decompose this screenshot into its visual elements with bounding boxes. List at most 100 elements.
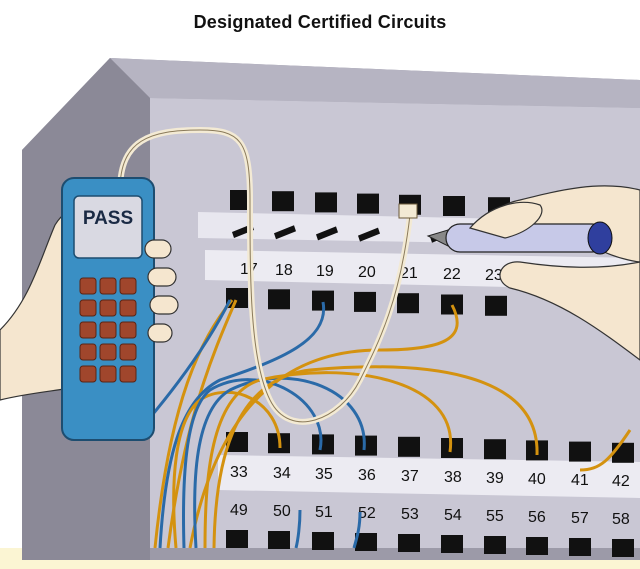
port (526, 537, 548, 555)
port-label: 56 (528, 509, 546, 526)
port-row-3-top (226, 530, 634, 557)
port-label: 23 (485, 267, 503, 284)
port-label: 20 (358, 264, 376, 281)
keypad-button (99, 365, 117, 383)
patch-cable (352, 511, 362, 549)
keypad-button (79, 365, 97, 383)
patch-cable (579, 429, 632, 472)
tester-cord-outline (119, 129, 411, 423)
patch-cable (193, 376, 366, 549)
keypad-button (79, 343, 97, 361)
finger (149, 295, 179, 315)
keypad-button (119, 321, 137, 339)
port-label: 58 (612, 511, 630, 528)
angled-jack (358, 227, 380, 242)
keypad-button (79, 321, 97, 339)
port-label: 39 (486, 470, 504, 487)
port-label: 36 (358, 467, 376, 484)
port-label: 22 (443, 266, 461, 283)
keypad-button (99, 299, 117, 317)
patch-cable (158, 301, 326, 549)
port (569, 441, 591, 462)
patch-cable (188, 304, 459, 549)
patch-cable (181, 378, 323, 549)
port-labels-row2: 33 34 35 36 37 38 39 40 41 42 (230, 464, 630, 490)
label-strip-row2 (218, 455, 640, 498)
cabinet-top-bevel (110, 58, 640, 108)
port (398, 436, 420, 457)
keypad-button (119, 343, 137, 361)
port-label: 19 (316, 263, 334, 280)
illustration-title: Designated Certified Circuits (193, 12, 447, 32)
port-labels-row1: 17 18 19 20 21 22 23 (240, 261, 503, 284)
port-label: 40 (528, 471, 546, 488)
port-label: 53 (401, 506, 419, 523)
patch-cable (212, 365, 539, 549)
port-label: 21 (400, 265, 418, 282)
finger (147, 267, 177, 287)
port (268, 289, 290, 310)
port (441, 535, 463, 553)
patch-cable (146, 299, 232, 421)
port (443, 196, 465, 216)
right-hand-bottom (499, 261, 640, 361)
port (272, 191, 294, 212)
port-label: 34 (273, 465, 291, 482)
keypad-button (99, 277, 117, 295)
port-label: 51 (315, 504, 333, 521)
tester-plug (398, 203, 418, 219)
left-fingers (144, 239, 179, 343)
port (357, 193, 379, 214)
port (441, 294, 463, 315)
port (441, 438, 463, 458)
right-thumb (468, 201, 543, 239)
port-label: 35 (315, 466, 333, 483)
keypad-button (119, 277, 137, 295)
port-label: 52 (358, 505, 376, 522)
port (354, 291, 376, 312)
port (312, 434, 334, 455)
angled-jack (316, 226, 338, 241)
port (230, 190, 252, 210)
port (315, 192, 337, 213)
tester-display-text: PASS (83, 208, 133, 229)
finger (147, 323, 173, 343)
port-label: 57 (571, 510, 589, 527)
port-label: 18 (275, 262, 293, 279)
tester-keypad (79, 277, 137, 383)
patch-cable (294, 509, 302, 549)
port-labels-row3: 49 50 51 52 53 54 55 56 57 58 (230, 502, 630, 528)
port (398, 534, 420, 552)
port (612, 539, 634, 557)
port (312, 532, 334, 550)
port (484, 536, 506, 554)
port (268, 531, 290, 549)
port (312, 290, 334, 311)
port (355, 533, 377, 551)
port (355, 435, 377, 456)
cable-tester: PASS (61, 177, 155, 441)
port-label: 49 (230, 502, 248, 519)
keypad-button (119, 299, 137, 317)
probe-cap (587, 221, 613, 255)
port (226, 530, 248, 548)
keypad-button (79, 277, 97, 295)
port (485, 295, 507, 316)
port-label: 33 (230, 464, 248, 481)
keypad-button (99, 321, 117, 339)
keypad-button (99, 343, 117, 361)
angled-jack (274, 225, 296, 240)
port-label: 37 (401, 468, 419, 485)
port-label: 55 (486, 508, 504, 525)
port-label: 50 (273, 503, 291, 520)
port-label: 54 (444, 507, 462, 524)
patch-cables (146, 299, 632, 549)
port-label: 38 (444, 469, 462, 486)
port-row-1-bottom (226, 288, 507, 316)
port (484, 439, 506, 460)
port (612, 442, 634, 463)
port-label: 41 (571, 472, 589, 489)
port-label: 42 (612, 473, 630, 490)
